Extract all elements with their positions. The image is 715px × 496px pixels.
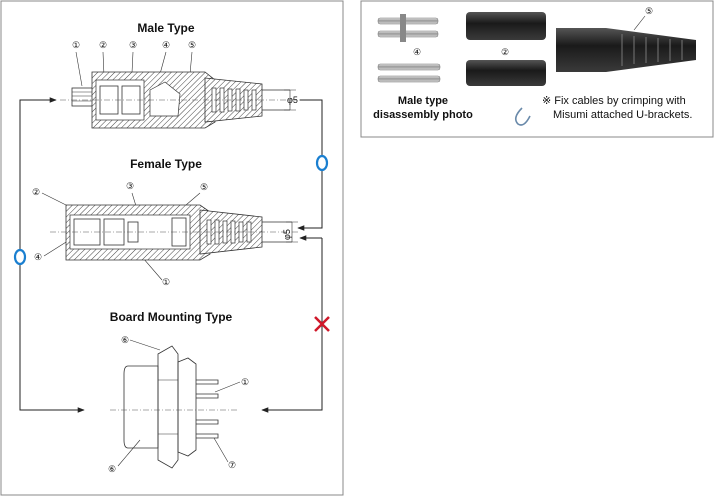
female-label-5: ⑤: [200, 182, 208, 192]
board-label-6-bottom: ⑥: [108, 464, 116, 474]
photo-label-4: ④: [413, 47, 421, 57]
board-mounting-drawing: Board Mounting Type ⑥ ① ⑥ ⑦: [108, 310, 249, 474]
crimp-note-line2: Misumi attached U-brackets.: [553, 109, 692, 121]
photo-caption-line2: disassembly photo: [373, 109, 473, 121]
u-bracket-icon: [514, 107, 531, 126]
photo-housing-top: [466, 12, 546, 40]
male-type-drawing: Male Type ① ② ③ ④ ⑤ φ5: [60, 21, 300, 129]
female-diameter-label: φ5: [282, 229, 292, 240]
photo-caption-line1: Male type: [398, 95, 448, 107]
photo-housing-bottom: [466, 60, 546, 86]
incompatible-mark-female-board: [314, 316, 330, 332]
female-label-3: ③: [126, 181, 134, 191]
compatible-mark-male-female: [315, 154, 329, 172]
female-label-1: ①: [162, 277, 170, 287]
male-label-2: ②: [99, 40, 107, 50]
male-label-5: ⑤: [188, 40, 196, 50]
female-type-title: Female Type: [130, 157, 202, 171]
male-label-3: ③: [129, 40, 137, 50]
male-diameter-label: φ5: [287, 95, 298, 105]
female-label-4: ④: [34, 252, 42, 262]
photo-metal-parts-top: [377, 14, 439, 42]
female-label-2: ②: [32, 187, 40, 197]
photo-boot: [556, 28, 696, 72]
crimp-note-line1: ※ Fix cables by crimping with: [542, 95, 686, 107]
male-label-1: ①: [72, 40, 80, 50]
compatible-mark-male-board: [13, 248, 27, 266]
board-mounting-title: Board Mounting Type: [110, 310, 233, 324]
male-label-4: ④: [162, 40, 170, 50]
male-type-title: Male Type: [137, 21, 194, 35]
photo-metal-parts-bottom: [377, 63, 441, 83]
female-type-drawing: Female Type ② ③ ⑤ ④ ① φ5: [32, 157, 300, 287]
board-label-1: ①: [241, 377, 249, 387]
board-label-6-top: ⑥: [121, 335, 129, 345]
photo-label-2: ②: [501, 47, 509, 57]
board-label-7: ⑦: [228, 460, 236, 470]
photo-label-5: ⑤: [645, 6, 653, 16]
photo-panel: ④ ② ⑤ Male type disassembly photo ※ Fix …: [360, 0, 714, 138]
compatibility-arrows: [13, 97, 330, 413]
